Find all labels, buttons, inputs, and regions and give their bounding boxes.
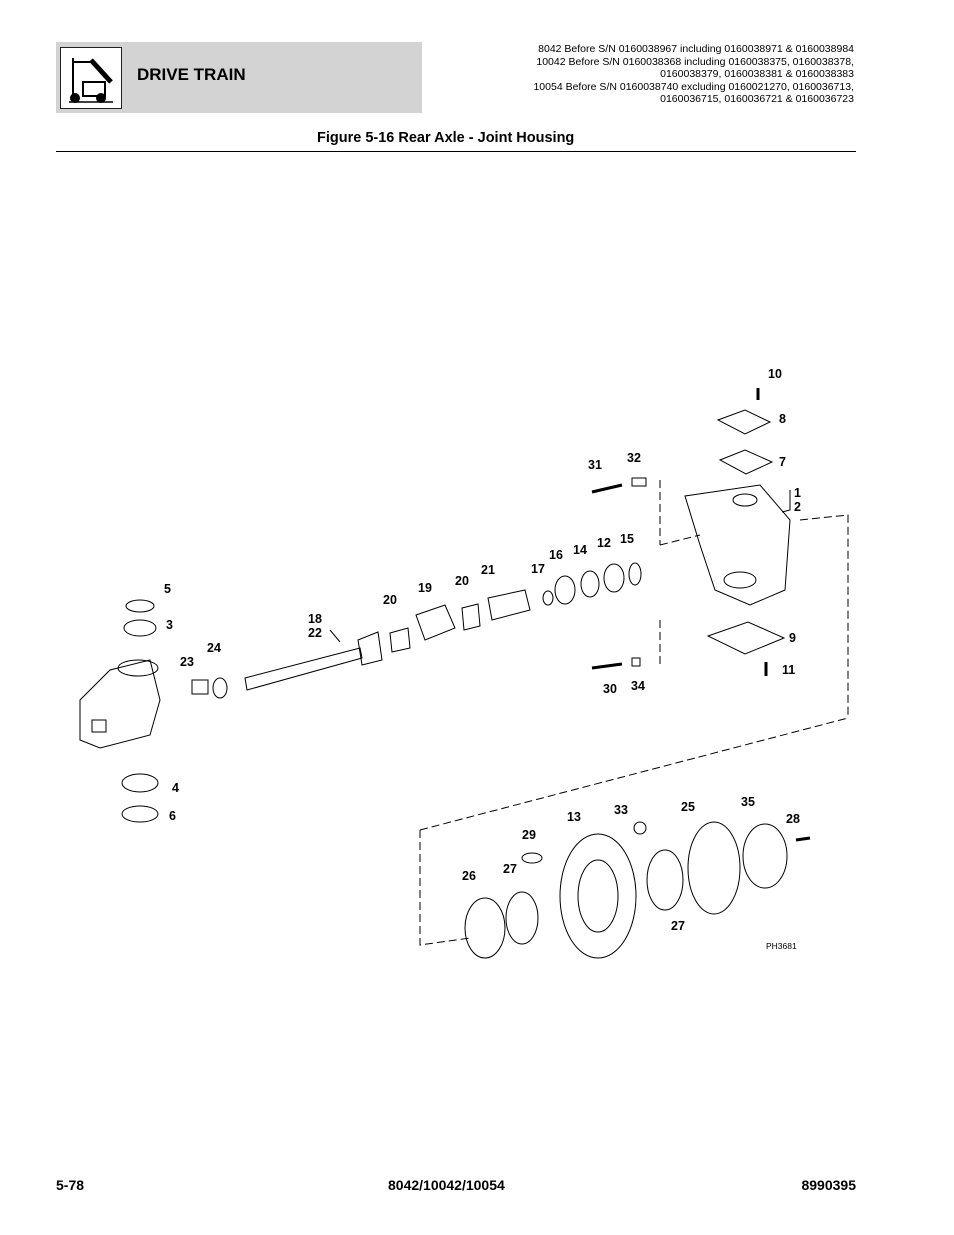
callout-6: 6 xyxy=(169,809,176,823)
callout-22: 22 xyxy=(308,626,322,640)
planetary-carrier-35 xyxy=(742,823,788,889)
hub-bore xyxy=(577,859,619,933)
seal-16 xyxy=(554,575,576,605)
callout-20b: 20 xyxy=(383,593,397,607)
seal-12 xyxy=(603,563,625,593)
o-ring-25 xyxy=(687,821,741,915)
callout-33: 33 xyxy=(614,803,628,817)
callout-17: 17 xyxy=(531,562,545,576)
callout-14: 14 xyxy=(573,543,587,557)
seal-5 xyxy=(125,599,155,613)
callout-24: 24 xyxy=(207,641,221,655)
yoke-21 xyxy=(487,589,531,621)
u-joint-20b xyxy=(461,603,481,631)
section-title: DRIVE TRAIN xyxy=(137,65,246,84)
applicability-line: 0160038379, 0160038381 & 0160038383 xyxy=(660,68,854,81)
figure-code: PH3681 xyxy=(766,941,797,951)
callout-7: 7 xyxy=(779,455,786,469)
leader-line xyxy=(781,490,791,513)
callout-35: 35 xyxy=(741,795,755,809)
leader-line xyxy=(329,629,341,643)
housing-top-bore xyxy=(732,493,758,507)
joint-housing-1-2 xyxy=(684,484,791,606)
bearing-3 xyxy=(123,619,157,637)
housing-bottom-bore xyxy=(723,571,757,589)
callout-15: 15 xyxy=(620,532,634,546)
sleeve-32 xyxy=(631,477,647,487)
stud-29 xyxy=(521,852,543,864)
callout-4: 4 xyxy=(172,781,179,795)
applicability-line: 10042 Before S/N 0160038368 including 01… xyxy=(536,55,854,68)
callout-12: 12 xyxy=(597,536,611,550)
callout-27b: 27 xyxy=(671,919,685,933)
applicability-line: 10054 Before S/N 0160038740 excluding 01… xyxy=(533,80,854,93)
shaft-yoke xyxy=(357,631,383,666)
callout-25: 25 xyxy=(681,800,695,814)
callout-1: 1 xyxy=(794,486,801,500)
page-number: 5-78 xyxy=(56,1177,85,1193)
bearing-27 xyxy=(505,891,539,945)
callout-27: 27 xyxy=(503,862,517,876)
callout-20: 20 xyxy=(455,574,469,588)
header-divider xyxy=(56,151,856,152)
axle-housing xyxy=(79,659,161,749)
assembly-line xyxy=(419,830,471,946)
hub-13 xyxy=(559,833,637,959)
seal-26 xyxy=(464,897,506,959)
ring-17 xyxy=(542,590,554,606)
seal-24 xyxy=(212,677,228,699)
seal-6 xyxy=(121,805,159,823)
callout-30: 30 xyxy=(603,682,617,696)
figure-title: Figure 5-16 Rear Axle - Joint Housing xyxy=(317,130,575,146)
bolt-30 xyxy=(591,662,623,670)
model-numbers: 8042/10042/10054 xyxy=(388,1177,505,1193)
bolt-28 xyxy=(795,836,811,842)
document-number: 8990395 xyxy=(801,1177,856,1193)
assembly-line xyxy=(419,717,849,831)
bearing-4 xyxy=(121,773,159,793)
callout-26: 26 xyxy=(462,869,476,883)
assembly-line xyxy=(799,514,849,718)
callout-34: 34 xyxy=(631,679,645,693)
callout-5: 5 xyxy=(164,582,171,596)
bearing-27b xyxy=(646,849,684,911)
center-yoke-19 xyxy=(415,604,456,641)
callout-21: 21 xyxy=(481,563,495,577)
nut-34 xyxy=(631,657,641,667)
gasket-7 xyxy=(718,449,774,475)
ring-14 xyxy=(580,570,600,598)
callout-29: 29 xyxy=(522,828,536,842)
bushing-23 xyxy=(191,679,209,695)
callout-16: 16 xyxy=(549,548,563,562)
drive-train-logo xyxy=(60,47,122,109)
callout-18: 18 xyxy=(308,612,322,626)
applicability-block: 8042 Before S/N 0160038967 including 016… xyxy=(533,43,854,106)
callout-3: 3 xyxy=(166,618,173,632)
housing-opening xyxy=(117,659,159,677)
u-joint-20 xyxy=(389,627,411,653)
forklift-icon xyxy=(69,58,113,103)
applicability-line: 8042 Before S/N 0160038967 including 016… xyxy=(538,43,854,55)
cap-9 xyxy=(706,621,786,655)
callout-23: 23 xyxy=(180,655,194,669)
axle-shaft xyxy=(244,647,363,691)
cap-8 xyxy=(716,409,772,435)
callout-10: 10 xyxy=(768,367,782,381)
callout-8: 8 xyxy=(779,412,786,426)
housing-detail xyxy=(91,719,107,733)
callout-31: 31 xyxy=(588,458,602,472)
nut-33 xyxy=(633,821,647,835)
callout-11: 11 xyxy=(782,663,796,677)
ring-15 xyxy=(628,562,642,586)
callout-19: 19 xyxy=(418,581,432,595)
callout-32: 32 xyxy=(627,451,641,465)
callout-28: 28 xyxy=(786,812,800,826)
applicability-line: 0160036715, 0160036721 & 0160036723 xyxy=(660,93,854,106)
callout-13: 13 xyxy=(567,810,581,824)
bolt-31 xyxy=(591,483,623,494)
assembly-line xyxy=(659,534,701,546)
callout-9: 9 xyxy=(789,631,796,645)
callout-2: 2 xyxy=(794,500,801,514)
